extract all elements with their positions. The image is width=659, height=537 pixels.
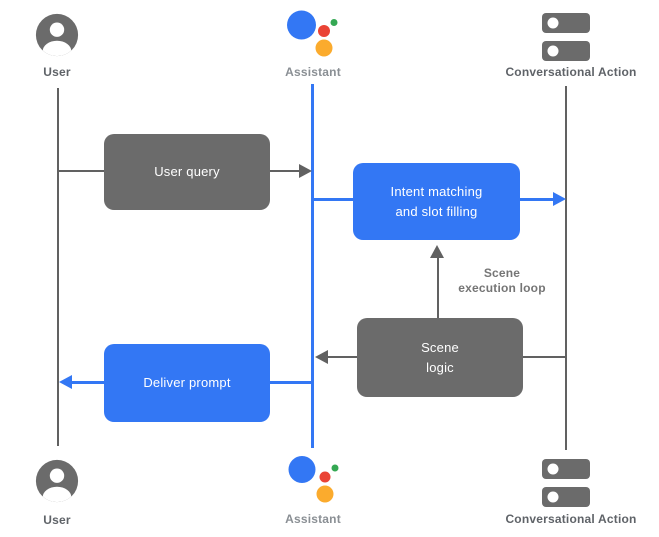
conversational-action-lifeline [565,86,567,450]
user-label-top: User [43,65,71,79]
intent-arrowhead-icon [553,192,566,206]
scene-loop-label-line2: execution loop [458,281,546,295]
user-lifeline [57,88,59,446]
user-icon [35,459,79,503]
scene-logic-line1: Scene [421,339,459,355]
deliver-prompt-line-left [72,381,104,384]
intent-line-left [314,198,353,201]
assistant-label-bottom: Assistant [285,512,341,526]
intent-matching-line2: and slot filling [395,203,478,219]
user-label-bottom: User [43,513,71,527]
deliver-prompt-box: Deliver prompt [104,344,270,422]
intent-matching-box-label: Intent matching and slot filling [391,182,483,222]
user-query-line-left [58,170,104,172]
scene-logic-box: Scene logic [357,318,523,397]
intent-line-right [520,198,553,201]
scene-loop-line [437,257,439,318]
user-query-line-right [270,170,300,172]
scene-execution-loop-label: Scene execution loop [432,266,572,296]
deliver-prompt-box-label: Deliver prompt [143,375,231,390]
user-query-arrowhead-icon [299,164,312,178]
scene-logic-arrowhead-icon [315,350,328,364]
conversational-action-label-top: Conversational Action [505,65,637,79]
assistant-icon [288,456,339,503]
scene-loop-label-line1: Scene [483,266,521,280]
assistant-label-top: Assistant [285,65,341,79]
deliver-prompt-arrowhead-icon [59,375,72,389]
scene-logic-line2: logic [426,359,454,375]
user-query-box-label: User query [154,164,220,179]
conversational-action-label-bottom: Conversational Action [505,512,637,526]
server-icon [542,459,590,507]
scene-logic-line-right [523,356,566,358]
server-icon [542,13,590,61]
intent-matching-line1: Intent matching [390,183,483,199]
scene-logic-box-label: Scene logic [421,338,459,378]
user-icon [35,13,79,57]
user-query-box: User query [104,134,270,210]
deliver-prompt-line-right [270,381,312,384]
assistant-icon [287,10,338,57]
assistant-lifeline [311,84,314,448]
scene-logic-line-left [328,356,357,358]
intent-matching-box: Intent matching and slot filling [353,163,520,240]
scene-loop-arrowhead-icon [430,245,444,258]
